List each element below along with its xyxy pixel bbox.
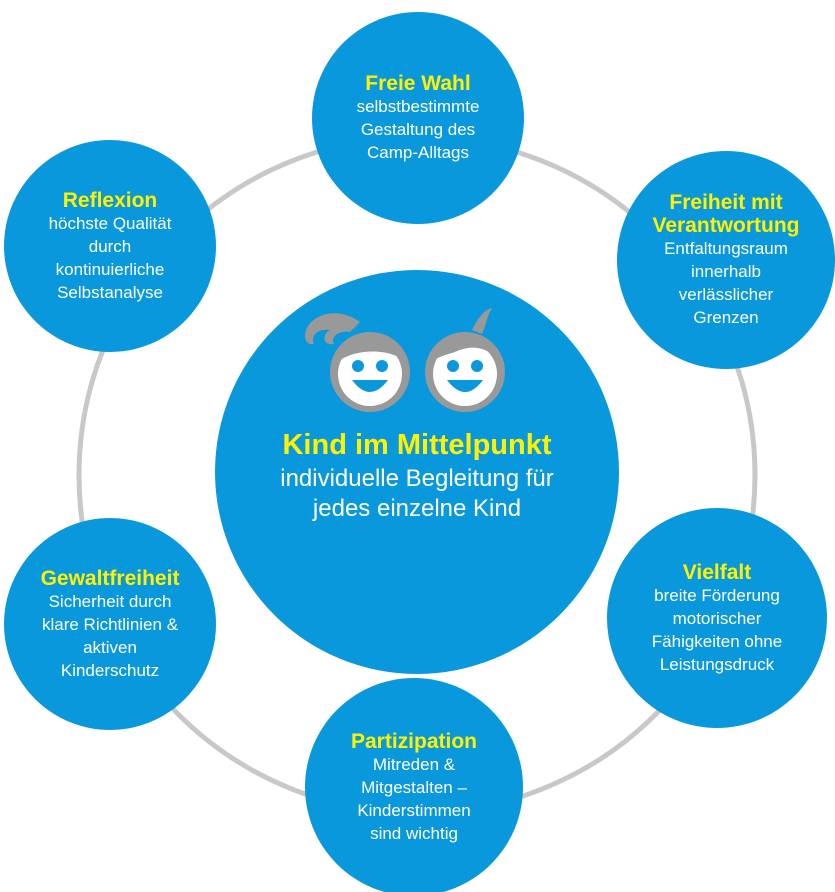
node-line: Leistungsdruck (659, 654, 775, 674)
node-line: kontinuierliche (55, 259, 165, 279)
node-line: selbstbestimmte (356, 97, 480, 116)
node-line: Selbstanalyse (57, 282, 163, 302)
node-line: Gestaltung des (360, 120, 476, 139)
node-line: breite Förderung (654, 585, 780, 605)
node-line: innerhalb (691, 262, 761, 281)
node-title: Freiheit mit (669, 191, 783, 214)
node-title: Partizipation (350, 729, 477, 753)
node-line: Kinderschutz (60, 660, 160, 680)
node-line: Mitreden & (372, 754, 456, 774)
node-line: aktiven (83, 637, 137, 657)
node-gewaltfreiheit: Gewaltfreiheit Sicherheit durch klare Ri… (4, 518, 216, 730)
node-line: motorischer (672, 608, 762, 628)
node-title: Vielfalt (682, 560, 752, 584)
node-line: Entfaltungsraum (664, 239, 788, 258)
node-title: Reflexion (62, 188, 158, 212)
node-line: Kinderstimmen (357, 800, 471, 820)
node-title: Freie Wahl (365, 72, 471, 95)
node-line: verlässlicher (678, 285, 774, 304)
node-line: Fähigkeiten ohne (651, 631, 783, 651)
node-freie-wahl: Freie Wahl selbstbestimmte Gestaltung de… (312, 12, 524, 224)
center-circle-kind-im-mittelpunkt: Kind im Mittelpunkt individuelle Begleit… (215, 270, 619, 674)
node-title: Gewaltfreiheit (40, 566, 180, 590)
node-title: Verantwortung (652, 214, 800, 237)
node-line: Camp-Alltags (366, 143, 470, 162)
node-freiheit-mit-verantwortung: Freiheit mit Verantwortung Entfaltungsra… (617, 151, 835, 369)
node-vielfalt: Vielfalt breite Förderung motorischer Fä… (607, 508, 827, 728)
node-line: klare Richtlinien & (41, 614, 179, 634)
node-line: Sicherheit durch (48, 591, 172, 611)
center-description: individuelle Begleitung für jedes einzel… (280, 465, 554, 522)
children-faces-icon (305, 308, 505, 412)
center-title: Kind im Mittelpunkt (282, 429, 552, 461)
node-line: Grenzen (693, 308, 759, 327)
node-line: durch (88, 236, 132, 256)
node-line: höchste Qualität (48, 213, 172, 233)
node-line: Mitgestalten – (361, 777, 467, 797)
node-reflexion: Reflexion höchste Qualität durch kontinu… (4, 140, 216, 352)
node-line: sind wichtig (370, 823, 458, 843)
node-partizipation: Partizipation Mitreden & Mitgestalten – … (305, 678, 523, 892)
